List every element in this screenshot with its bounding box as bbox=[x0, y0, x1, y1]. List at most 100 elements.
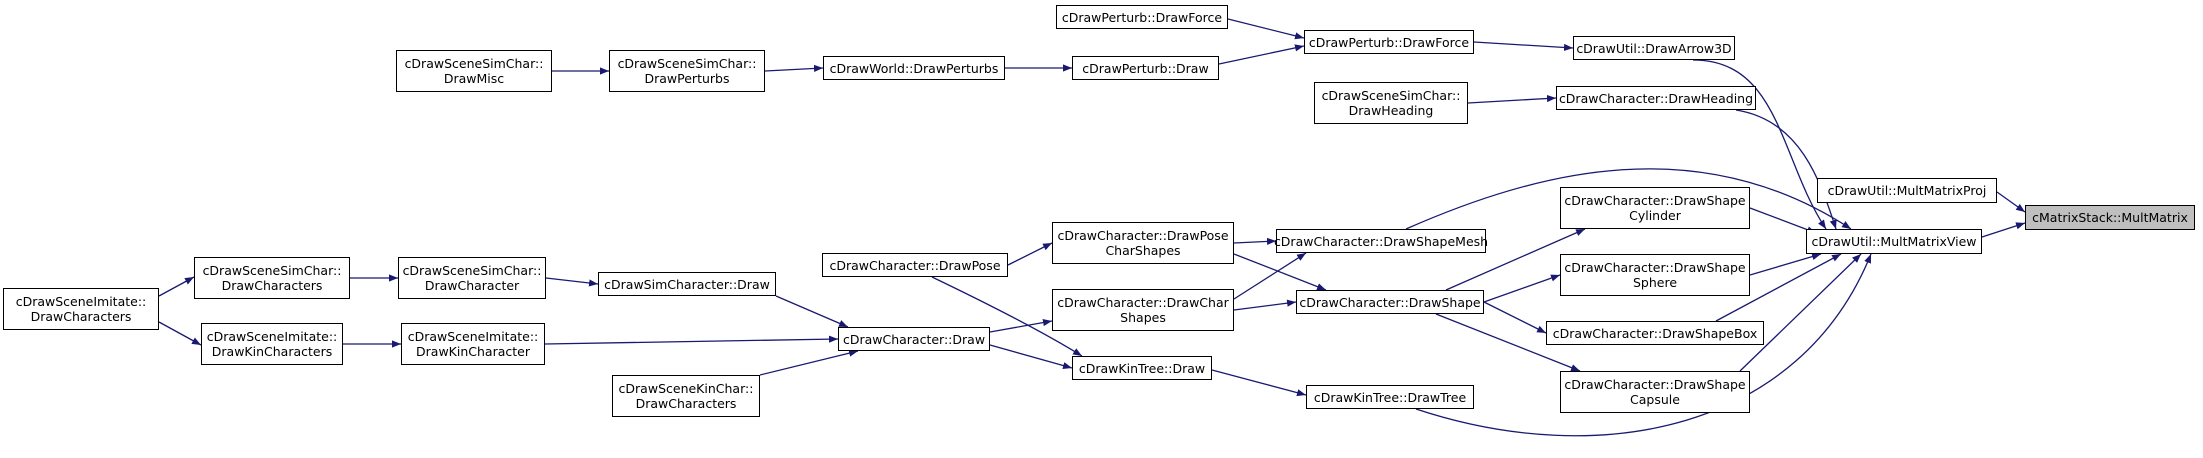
node-label-line: Cylinder bbox=[1629, 208, 1681, 223]
node-label-line: cDrawCharacter::Draw bbox=[842, 331, 986, 347]
node-label-line: cDrawWorld::DrawPerturbs bbox=[829, 60, 999, 76]
node-util-arrow3d[interactable]: cDrawUtil::DrawArrow3D bbox=[1573, 36, 1735, 60]
node-matrixstack-mult[interactable]: cMatrixStack::MultMatrix bbox=[2025, 205, 2195, 230]
node-label-line: cDrawUtil::MultMatrixView bbox=[1811, 234, 1977, 249]
edge-char-draw-to-kintree-draw bbox=[989, 344, 1073, 370]
node-label-line: cMatrixStack::MultMatrix bbox=[2032, 210, 2188, 225]
edge-util-arrow3d-to-util-multview bbox=[1692, 59, 1827, 230]
node-scenesim-drawmisc[interactable]: cDrawSceneSimChar::DrawMisc bbox=[396, 50, 552, 92]
node-label-line: cDrawCharacter::DrawShape bbox=[1299, 294, 1481, 310]
node-label-line: cDrawCharacter::DrawHeading bbox=[1558, 90, 1754, 106]
node-label-line: DrawKinCharacter bbox=[416, 344, 530, 359]
node-label-line: cDrawCharacter::DrawShape bbox=[1564, 193, 1746, 208]
node-world-drawperturbs[interactable]: cDrawWorld::DrawPerturbs bbox=[823, 56, 1005, 80]
edge-char-drawshapebox-to-util-multview bbox=[1715, 253, 1842, 322]
edge-scenesim-drawperturbs-to-world-drawperturbs bbox=[764, 64, 824, 73]
node-label-line: cDrawSceneSimChar:: bbox=[1321, 88, 1461, 103]
edge-kintree-draw-to-kintree-drawtree bbox=[1211, 369, 1307, 397]
node-label-line: cDrawSceneSimChar:: bbox=[202, 263, 342, 278]
node-perturb-drawforce-a[interactable]: cDrawPerturb::DrawForce bbox=[1304, 30, 1474, 54]
edge-util-multproj-to-matrixstack-mult bbox=[1996, 191, 2026, 213]
edge-perturb-drawforce-b-to-perturb-drawforce-a bbox=[1227, 18, 1305, 40]
node-util-multview[interactable]: cDrawUtil::MultMatrixView bbox=[1806, 229, 1982, 254]
edge-char-drawshapemesh-to-util-multview bbox=[1405, 168, 1852, 230]
node-char-drawshapemesh[interactable]: cDrawCharacter::DrawShapeMesh bbox=[1273, 229, 1489, 253]
node-label-line: cDrawSceneSimChar:: bbox=[617, 56, 757, 71]
node-label-line: cDrawCharacter::DrawShapeBox bbox=[1552, 325, 1758, 341]
node-label-line: cDrawPerturb::Draw bbox=[1082, 60, 1209, 76]
node-char-drawshape[interactable]: cDrawCharacter::DrawShape bbox=[1296, 290, 1484, 314]
node-scenesim-drawcharacter[interactable]: cDrawSceneSimChar::DrawCharacter bbox=[398, 257, 546, 299]
node-label-line: cDrawSceneImitate:: bbox=[15, 294, 147, 309]
node-label-line: cDrawSceneSimChar:: bbox=[404, 56, 544, 71]
node-label-line: DrawPerturbs bbox=[644, 71, 730, 86]
node-kintree-drawtree[interactable]: cDrawKinTree::DrawTree bbox=[1306, 385, 1474, 409]
node-label-line: DrawCharacters bbox=[221, 278, 323, 293]
node-char-drawshapebox[interactable]: cDrawCharacter::DrawShapeBox bbox=[1546, 321, 1764, 345]
edge-char-drawshapecyl-to-util-multview bbox=[1749, 207, 1817, 234]
node-scenesim-drawcharacters[interactable]: cDrawSceneSimChar::DrawCharacters bbox=[194, 257, 350, 299]
edge-char-drawheading-to-util-multview bbox=[1735, 109, 1837, 230]
node-label-line: cDrawSimCharacter::Draw bbox=[604, 276, 770, 292]
node-kintree-draw[interactable]: cDrawKinTree::Draw bbox=[1072, 356, 1212, 380]
node-label-line: cDrawCharacter::DrawPose bbox=[1057, 228, 1229, 243]
edge-char-drawshape-to-char-drawshapecyl bbox=[1445, 228, 1586, 291]
edge-util-multview-to-matrixstack-mult bbox=[1981, 222, 2026, 238]
node-label-line: Capsule bbox=[1630, 392, 1680, 407]
edge-char-drawcharshapes-to-char-drawshape bbox=[1233, 299, 1297, 311]
node-label-line: cDrawUtil::MultMatrixProj bbox=[1827, 183, 1987, 198]
node-label-line: DrawMisc bbox=[443, 71, 505, 86]
node-sceneimitate-drawkincharacter[interactable]: cDrawSceneImitate::DrawKinCharacter bbox=[401, 323, 545, 365]
node-char-drawpose[interactable]: cDrawCharacter::DrawPose bbox=[822, 253, 1008, 277]
node-label-line: DrawCharacters bbox=[635, 396, 737, 411]
node-label-line: DrawCharacter bbox=[424, 278, 520, 293]
node-label-line: cDrawPerturb::DrawForce bbox=[1061, 9, 1223, 25]
node-scenesim-drawheading[interactable]: cDrawSceneSimChar::DrawHeading bbox=[1314, 82, 1468, 124]
edge-char-draw-to-char-drawcharshapes bbox=[989, 319, 1053, 333]
edge-scenekin-drawcharacters-to-char-draw bbox=[759, 349, 859, 376]
node-label-line: cDrawCharacter::DrawPose bbox=[829, 257, 1001, 273]
node-label-line: cDrawPerturb::DrawForce bbox=[1308, 34, 1470, 50]
node-label-line: DrawHeading bbox=[1348, 103, 1434, 118]
edge-char-drawcharshapes-to-char-drawshapemesh bbox=[1233, 252, 1307, 300]
node-sceneimitate-drawkincharacters[interactable]: cDrawSceneImitate::DrawKinCharacters bbox=[201, 323, 343, 365]
edge-char-drawshapecapsule-to-util-multview bbox=[1739, 253, 1862, 372]
node-simchar-draw[interactable]: cDrawSimCharacter::Draw bbox=[598, 272, 776, 296]
node-util-multproj[interactable]: cDrawUtil::MultMatrixProj bbox=[1817, 178, 1997, 203]
edge-perturb-drawforce-a-to-util-arrow3d bbox=[1473, 41, 1574, 52]
edge-char-drawshape-to-char-drawshapesphere bbox=[1483, 274, 1561, 303]
node-label-line: cDrawCharacter::DrawShape bbox=[1564, 377, 1746, 392]
edge-scenesim-drawheading-to-char-drawheading bbox=[1467, 94, 1557, 104]
edge-sceneimitate-drawcharacters-to-sceneimitate-drawkincharacters bbox=[158, 321, 202, 346]
node-perturb-draw[interactable]: cDrawPerturb::Draw bbox=[1072, 56, 1219, 80]
node-scenekin-drawcharacters[interactable]: cDrawSceneKinChar::DrawCharacters bbox=[612, 375, 760, 417]
edge-scenesim-drawcharacter-to-simchar-draw bbox=[545, 277, 599, 287]
node-label-line: cDrawSceneKinChar:: bbox=[618, 381, 754, 396]
node-scenesim-drawperturbs[interactable]: cDrawSceneSimChar::DrawPerturbs bbox=[609, 50, 765, 92]
edge-char-drawpose-to-char-drawposecharshapes bbox=[1007, 242, 1053, 266]
edge-kintree-drawtree-to-util-multview bbox=[1415, 253, 1872, 437]
node-label-line: DrawKinCharacters bbox=[211, 344, 333, 359]
node-label-line: CharShapes bbox=[1105, 243, 1181, 258]
node-char-drawheading[interactable]: cDrawCharacter::DrawHeading bbox=[1556, 86, 1756, 110]
edge-sceneimitate-drawcharacters-to-scenesim-drawcharacters bbox=[158, 276, 195, 297]
edge-char-drawshapesphere-to-util-multview bbox=[1749, 253, 1822, 276]
edge-char-drawpose-to-kintree-draw bbox=[931, 276, 1083, 357]
node-label-line: cDrawCharacter::DrawChar bbox=[1057, 295, 1229, 310]
node-label-line: cDrawCharacter::DrawShapeMesh bbox=[1273, 233, 1489, 249]
node-sceneimitate-drawcharacters[interactable]: cDrawSceneImitate::DrawCharacters bbox=[3, 288, 159, 330]
node-label-line: Shapes bbox=[1120, 310, 1166, 325]
edge-sceneimitate-drawkincharacter-to-char-draw bbox=[544, 335, 839, 345]
node-char-draw[interactable]: cDrawCharacter::Draw bbox=[838, 327, 990, 351]
node-perturb-drawforce-b[interactable]: cDrawPerturb::DrawForce bbox=[1056, 5, 1228, 29]
node-label-line: cDrawSceneImitate:: bbox=[206, 329, 338, 344]
edge-perturb-draw-to-perturb-drawforce-a bbox=[1218, 44, 1305, 65]
edge-char-drawshape-to-char-drawshapecapsule bbox=[1435, 313, 1581, 372]
